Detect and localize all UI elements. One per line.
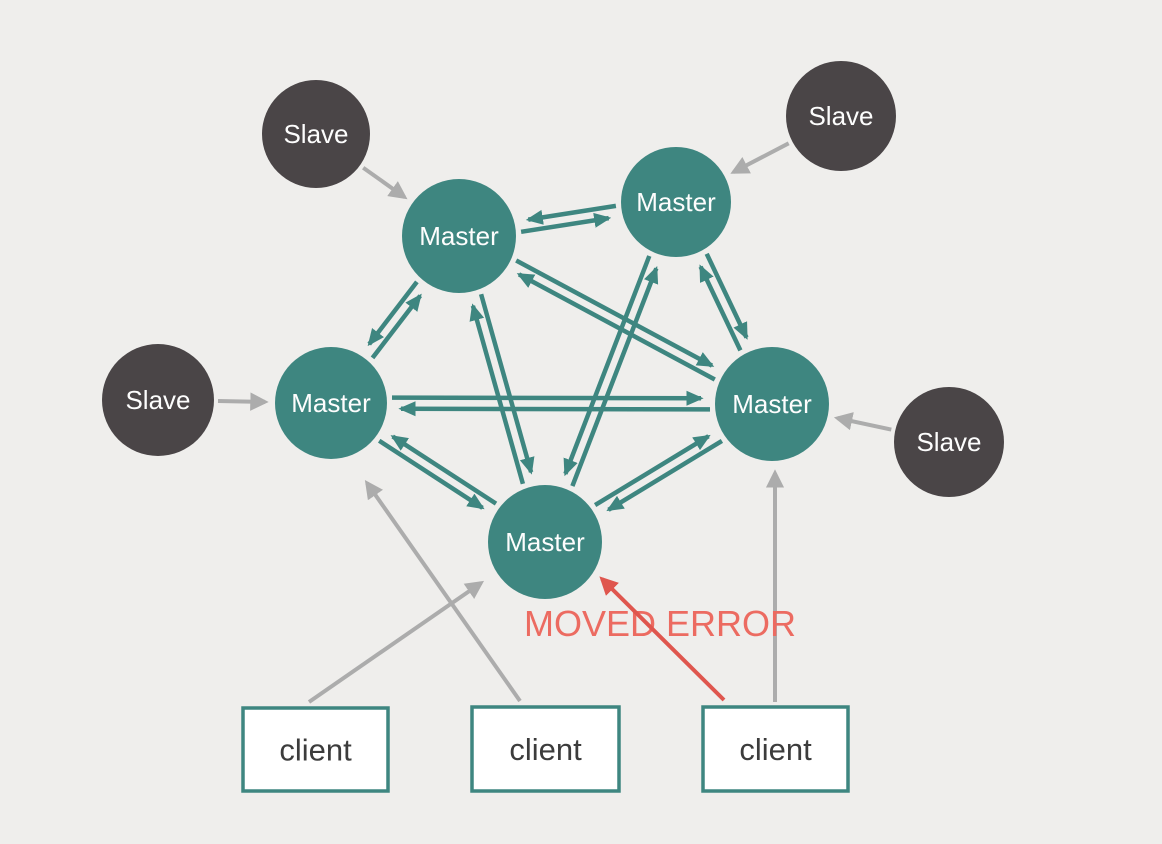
client-box-3-label: client (739, 732, 812, 767)
master-link-arrow (593, 434, 711, 508)
master-link-arrow (469, 303, 526, 485)
master-node-3-label: Master (291, 388, 371, 418)
master-link-arrow (377, 438, 485, 510)
slave-node-3 (102, 344, 214, 456)
master-link-arrow (478, 293, 535, 475)
master-link-arrow (391, 390, 704, 406)
master-node-1-label: Master (419, 221, 499, 251)
master-link-arrow (398, 401, 711, 417)
master-node-4-label: Master (732, 389, 812, 419)
master-link-arrow (570, 266, 659, 487)
slave-node-2 (786, 61, 896, 171)
master-node-4 (715, 347, 829, 461)
replication-arrow (833, 412, 892, 432)
replication-arrow (730, 141, 790, 174)
slave-node-4-label: Slave (916, 427, 981, 457)
client-request-arrow (364, 479, 522, 703)
slave-node-3-label: Slave (125, 385, 190, 415)
master-link-arrow (367, 280, 419, 347)
moved-error-arrow (599, 576, 726, 702)
replication-arrow (217, 392, 269, 411)
slave-node-2-label: Slave (808, 101, 873, 131)
client-box-2 (470, 705, 621, 793)
master-node-3 (275, 347, 387, 459)
master-link-arrow (520, 212, 612, 235)
slave-node-4 (894, 387, 1004, 497)
master-link-arrow (370, 293, 422, 360)
client-box-3 (701, 705, 850, 793)
master-node-5 (488, 485, 602, 599)
master-link-arrow (515, 258, 715, 368)
master-node-2-label: Master (636, 187, 716, 217)
master-link-arrow (606, 438, 724, 512)
client-box-1 (241, 706, 390, 793)
master-link-arrow (390, 434, 498, 506)
master-link-arrow (525, 203, 617, 225)
replication-arrow (362, 166, 408, 200)
client-box-1-label: client (279, 733, 352, 768)
slave-node-1-label: Slave (283, 119, 348, 149)
slave-node-1 (262, 80, 370, 188)
master-node-1 (402, 179, 516, 293)
master-node-2 (621, 147, 731, 257)
master-link-arrow (698, 264, 743, 352)
master-link-arrow (516, 272, 716, 382)
master-link-arrow (563, 255, 652, 477)
master-node-5-label: Master (505, 527, 585, 557)
client-box-2-label: client (509, 732, 582, 767)
